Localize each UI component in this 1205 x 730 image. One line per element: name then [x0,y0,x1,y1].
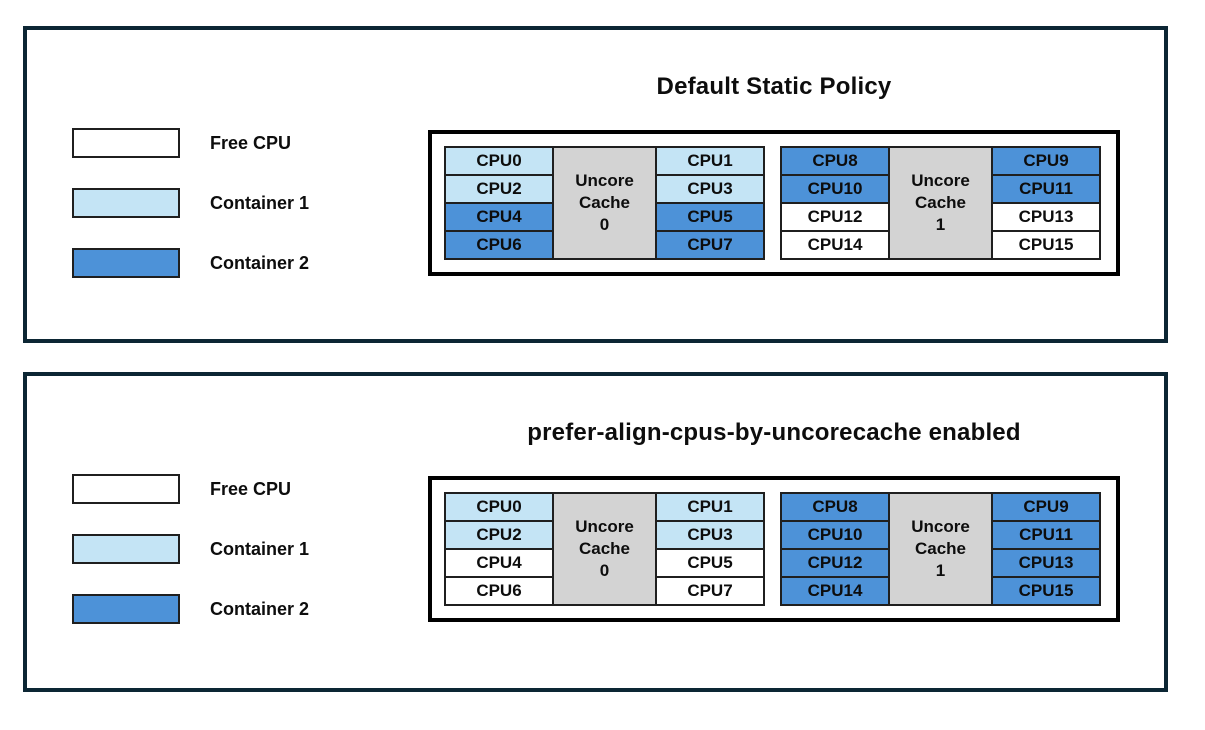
panel-title: prefer-align-cpus-by-uncorecache enabled [527,419,1021,446]
legend-label: Free CPU [210,478,292,499]
cache-label-line: Uncore [911,170,970,190]
panel-title: Default Static Policy [656,73,892,100]
cpu-cell-cpu11: CPU11 [991,520,1101,550]
cache-label-line: Uncore [575,516,634,536]
uncore-cache-box-1: Uncore Cache 1 [888,146,993,260]
legend-label: Container 1 [210,538,310,559]
cpu-cell-cpu10: CPU10 [780,174,890,204]
cache-label-line: 1 [935,561,946,581]
cache-label-line: Cache [578,538,631,558]
legend-item-container-2: Container 2 [72,248,309,278]
legend-item-free-cpu: Free CPU [72,474,309,504]
cpu-cell-cpu3: CPU3 [655,174,765,204]
cache-label-line: 0 [599,561,610,581]
cpu-cell-cpu8: CPU8 [780,492,890,522]
uncore-cache-box-0: Uncore Cache 0 [552,492,657,606]
legend-item-container-2: Container 2 [72,594,309,624]
uncore-cache-group-0: CPU0 CPU2 CPU4 CPU6 Uncore Cache 0 CPU1 … [444,146,765,260]
cpu-column-right: CPU9 CPU11 CPU13 CPU15 [991,146,1101,260]
cpu-cell-cpu9: CPU9 [991,492,1101,522]
cpu-cell-cpu14: CPU14 [780,230,890,260]
cpu-column-left: CPU0 CPU2 CPU4 CPU6 [444,492,554,606]
cpu-cell-cpu12: CPU12 [780,202,890,232]
cpu-cell-cpu1: CPU1 [655,146,765,176]
cpu-column-right: CPU9 CPU11 CPU13 CPU15 [991,492,1101,606]
cpu-column-left: CPU8 CPU10 CPU12 CPU14 [780,492,890,606]
cache-label-line: Uncore [911,516,970,536]
cpu-cell-cpu4: CPU4 [444,202,554,232]
cpu-cell-cpu10: CPU10 [780,520,890,550]
cpu-cell-cpu5: CPU5 [655,548,765,578]
cpu-cell-cpu2: CPU2 [444,520,554,550]
cache-label-line: 1 [935,215,946,235]
cpu-cell-cpu11: CPU11 [991,174,1101,204]
cpu-cell-cpu6: CPU6 [444,576,554,606]
legend-item-container-1: Container 1 [72,534,309,564]
cpu-cell-cpu0: CPU0 [444,492,554,522]
legend-label: Container 1 [210,192,310,213]
cpu-cell-cpu1: CPU1 [655,492,765,522]
cpu-cell-cpu7: CPU7 [655,576,765,606]
cpu-cell-cpu6: CPU6 [444,230,554,260]
legend-label: Container 2 [210,252,310,273]
legend-swatch-free-cpu [72,474,180,504]
legend-swatch-free-cpu [72,128,180,158]
cpu-cell-cpu14: CPU14 [780,576,890,606]
cpu-cell-cpu5: CPU5 [655,202,765,232]
cpu-cell-cpu15: CPU15 [991,576,1101,606]
cpu-cell-cpu0: CPU0 [444,146,554,176]
cache-label-line: Cache [914,538,967,558]
legend-item-container-1: Container 1 [72,188,309,218]
panel-default-static-policy: Default Static Policy Free CPU Container… [23,26,1168,343]
cpu-cell-cpu12: CPU12 [780,548,890,578]
cache-label-line: Cache [578,192,631,212]
cpu-cell-cpu7: CPU7 [655,230,765,260]
cpu-column-left: CPU8 CPU10 CPU12 CPU14 [780,146,890,260]
legend-label: Free CPU [210,132,292,153]
legend-label: Container 2 [210,598,310,619]
uncore-cache-box-1: Uncore Cache 1 [888,492,993,606]
cpu-topology-diagram: CPU0 CPU2 CPU4 CPU6 Uncore Cache 0 CPU1 … [428,476,1120,622]
uncore-cache-group-0: CPU0 CPU2 CPU4 CPU6 Uncore Cache 0 CPU1 … [444,492,765,606]
legend: Free CPU Container 1 Container 2 [72,128,309,308]
uncore-cache-group-1: CPU8 CPU10 CPU12 CPU14 Uncore Cache 1 CP… [780,146,1101,260]
cpu-column-right: CPU1 CPU3 CPU5 CPU7 [655,492,765,606]
cpu-cell-cpu15: CPU15 [991,230,1101,260]
legend-swatch-container-1 [72,188,180,218]
legend-swatch-container-2 [72,594,180,624]
legend-item-free-cpu: Free CPU [72,128,309,158]
panel-prefer-align-cpus-by-uncorecache: prefer-align-cpus-by-uncorecache enabled… [23,372,1168,692]
cpu-cell-cpu13: CPU13 [991,202,1101,232]
cache-label-line: 0 [599,215,610,235]
cpu-cell-cpu4: CPU4 [444,548,554,578]
cpu-cell-cpu3: CPU3 [655,520,765,550]
cpu-column-left: CPU0 CPU2 CPU4 CPU6 [444,146,554,260]
legend-swatch-container-2 [72,248,180,278]
cpu-cell-cpu9: CPU9 [991,146,1101,176]
cpu-cell-cpu2: CPU2 [444,174,554,204]
cpu-column-right: CPU1 CPU3 CPU5 CPU7 [655,146,765,260]
cpu-cell-cpu8: CPU8 [780,146,890,176]
cpu-cell-cpu13: CPU13 [991,548,1101,578]
uncore-cache-box-0: Uncore Cache 0 [552,146,657,260]
legend: Free CPU Container 1 Container 2 [72,474,309,654]
cache-label-line: Cache [914,192,967,212]
uncore-cache-group-1: CPU8 CPU10 CPU12 CPU14 Uncore Cache 1 CP… [780,492,1101,606]
legend-swatch-container-1 [72,534,180,564]
cpu-topology-diagram: CPU0 CPU2 CPU4 CPU6 Uncore Cache 0 CPU1 … [428,130,1120,276]
cache-label-line: Uncore [575,170,634,190]
